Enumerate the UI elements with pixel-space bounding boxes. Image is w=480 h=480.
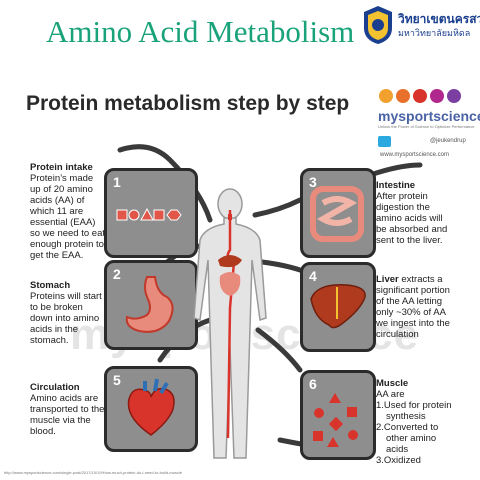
brand-name: mysportscience — [378, 108, 480, 124]
step-3-number: 3 — [309, 174, 317, 190]
brand-tagline: Unlock the Power of Science to Optimize … — [378, 124, 475, 129]
step-4-description: extracts a significant portion of the AA… — [376, 274, 450, 340]
step-6-box: 6 — [300, 370, 376, 460]
step-4-number: 4 — [309, 268, 317, 284]
step-6-list-item: 3.Oxidized — [376, 455, 421, 466]
step-2-box: 2 — [104, 260, 198, 350]
step-1-box: 1 — [104, 168, 198, 258]
brand-dot — [379, 89, 393, 103]
source-url[interactable]: http://www.mysportscience.com/single-pos… — [4, 470, 183, 475]
step-1-title: Protein intake — [30, 162, 93, 173]
amino-acid-shapes-icon — [116, 207, 182, 221]
step-4-box: 4 — [300, 262, 376, 352]
twitter-handle[interactable]: @jeukendrup — [430, 138, 466, 144]
step-1-text: Protein intake Protein’s made up of 20 a… — [30, 162, 106, 261]
human-body-figure — [193, 188, 267, 459]
step-3-title: Intestine — [376, 180, 416, 191]
intestine-icon — [310, 186, 364, 242]
step-4-title: Liver — [376, 274, 399, 285]
step-4-text: Liver extracts a significant portion of … — [376, 274, 454, 340]
step-6-text: Muscle AA are 1.Used for protein synthes… — [376, 378, 460, 466]
brand-dot — [396, 89, 410, 103]
website-link[interactable]: www.mysportscience.com — [380, 152, 450, 158]
step-2-text: Stomach Proteins will start to be broken… — [30, 280, 106, 346]
slide-title: Amino Acid Metabolism — [46, 14, 355, 49]
step-3-description: After protein digestion the amino acids … — [376, 191, 448, 246]
step-5-description: Amino acids are transported to the muscl… — [30, 393, 105, 437]
step-6-list-item: 2.Converted to other amino acids — [376, 422, 439, 455]
step-6-title: Muscle — [376, 378, 409, 389]
step-2-description: Proteins will start to be broken down in… — [30, 291, 102, 346]
stomach-icon — [125, 276, 174, 333]
university-name-secondary: มหาวิทยาลัยมหิดล — [398, 28, 471, 38]
university-name-thai: วิทยาเขตนครสวรรค์ — [398, 12, 480, 26]
step-2-title: Stomach — [30, 280, 71, 291]
twitter-icon[interactable] — [378, 136, 391, 147]
heart-icon — [127, 378, 175, 436]
liver-icon — [310, 284, 366, 329]
step-6-list-item: 1.Used for protein synthesis — [376, 400, 452, 422]
step-6-number: 6 — [309, 376, 317, 392]
university-seal-logo — [364, 6, 392, 44]
step-5-box: 5 — [104, 366, 198, 452]
step-5-text: Circulation Amino acids are transported … — [30, 382, 106, 437]
step-2-number: 2 — [113, 266, 121, 282]
scattered-amino-acids-icon — [313, 393, 358, 447]
step-1-number: 1 — [113, 174, 121, 190]
step-5-title: Circulation — [30, 382, 80, 393]
step-1-description: Protein’s made up of 20 amino acids (AA)… — [30, 173, 105, 261]
step-3-box: 3 — [300, 168, 376, 258]
brand-dot — [413, 89, 427, 103]
brand-logo-dots — [379, 89, 461, 103]
step-3-text: Intestine After protein digestion the am… — [376, 180, 454, 246]
infographic-heading: Protein metabolism step by step — [26, 92, 350, 115]
brand-dot — [430, 89, 444, 103]
step-6-description: AA are — [376, 389, 405, 400]
brand-dot — [447, 89, 461, 103]
step-5-number: 5 — [113, 372, 121, 388]
